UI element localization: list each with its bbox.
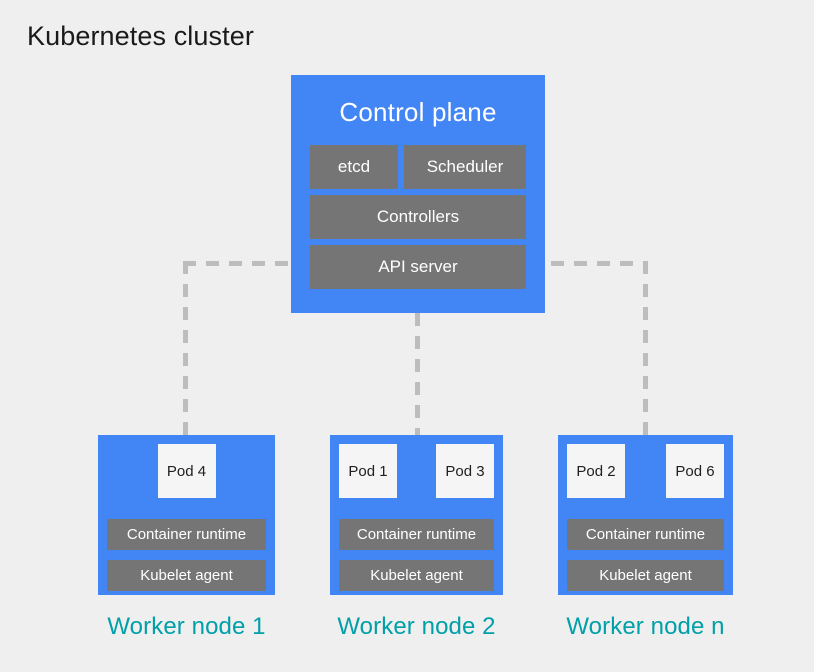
worker-node-2-label: Worker node 2 bbox=[337, 613, 496, 640]
pod-box[interactable]: Pod 4 bbox=[157, 444, 216, 498]
worker-node-2-kubelet-agent[interactable]: Kubelet agent bbox=[339, 560, 494, 591]
worker-node-1-box[interactable]: Pod 4 Container runtime Kubelet agent bbox=[98, 435, 275, 595]
worker-node-n-pods: Pod 2 Pod 6 bbox=[558, 435, 733, 513]
pod-box[interactable]: Pod 1 bbox=[339, 444, 397, 498]
worker-node-2-box[interactable]: Pod 1 Pod 3 Container runtime Kubelet ag… bbox=[330, 435, 503, 595]
worker-node-n-box[interactable]: Pod 2 Pod 6 Container runtime Kubelet ag… bbox=[558, 435, 733, 595]
worker-node-1-pods: Pod 4 bbox=[98, 435, 275, 513]
connector-node2-vertical bbox=[415, 313, 420, 437]
worker-node-n-kubelet-agent[interactable]: Kubelet agent bbox=[567, 560, 724, 591]
page-title: Kubernetes cluster bbox=[27, 21, 254, 51]
worker-node-n-container-runtime[interactable]: Container runtime bbox=[567, 519, 724, 550]
pod-box[interactable]: Pod 2 bbox=[567, 444, 625, 498]
control-plane-component-controllers[interactable]: Controllers bbox=[310, 195, 526, 239]
worker-node-1-label: Worker node 1 bbox=[107, 613, 266, 640]
worker-node-1-container-runtime[interactable]: Container runtime bbox=[107, 519, 266, 550]
connector-noden-vertical bbox=[643, 261, 648, 437]
control-plane-component-api-server[interactable]: API server bbox=[310, 245, 526, 289]
worker-node-2-pods: Pod 1 Pod 3 bbox=[330, 435, 503, 513]
connector-api-to-node1-horizontal bbox=[183, 261, 295, 266]
connector-node1-vertical bbox=[183, 261, 188, 437]
connector-api-to-noden-horizontal bbox=[528, 261, 648, 266]
worker-node-1-kubelet-agent[interactable]: Kubelet agent bbox=[107, 560, 266, 591]
control-plane-component-etcd[interactable]: etcd bbox=[310, 145, 398, 189]
worker-node-2-container-runtime[interactable]: Container runtime bbox=[339, 519, 494, 550]
worker-node-n-label: Worker node n bbox=[566, 613, 725, 640]
control-plane-component-scheduler[interactable]: Scheduler bbox=[404, 145, 526, 189]
control-plane-box[interactable]: Control plane etcd Scheduler Controllers… bbox=[291, 75, 545, 313]
control-plane-title: Control plane bbox=[339, 97, 497, 127]
pod-box[interactable]: Pod 6 bbox=[666, 444, 724, 498]
pod-box[interactable]: Pod 3 bbox=[436, 444, 494, 498]
